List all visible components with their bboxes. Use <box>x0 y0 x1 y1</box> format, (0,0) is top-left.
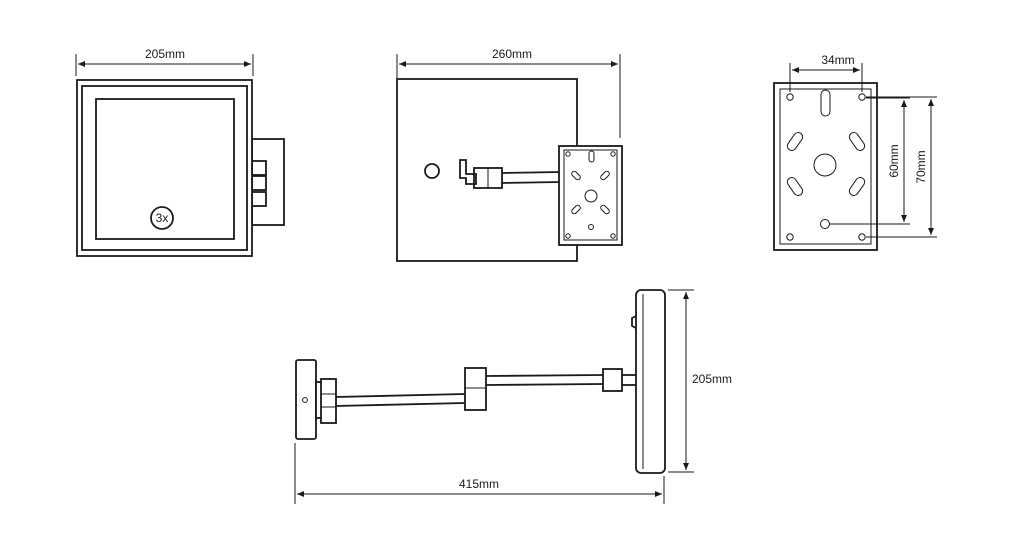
mirror-frame-inner <box>81 85 248 251</box>
profile-mirror-body <box>635 289 666 474</box>
side-width-label: 260mm <box>492 47 532 61</box>
rear-view: 260mm <box>396 47 623 262</box>
profile-wall-mount <box>295 359 317 440</box>
front-width-label: 205mm <box>145 47 185 61</box>
side-profile-view: 205mm 415mm <box>294 289 732 504</box>
front-view: 205mm 3x <box>75 47 285 257</box>
profile-arm-joint <box>464 367 487 411</box>
rear-wall-plate <box>558 145 623 246</box>
plate-center-hole <box>813 153 837 177</box>
plate-outer-height-label: 70mm <box>914 150 928 183</box>
mirror-glass <box>95 98 235 240</box>
profile-height-label: 205mm <box>692 372 732 386</box>
magnification-badge <box>150 206 174 230</box>
front-bracket <box>251 138 285 226</box>
wall-plate-outer <box>773 82 878 251</box>
plate-inner-height-label: 60mm <box>887 144 901 177</box>
magnification-label: 3x <box>156 211 169 225</box>
wall-plate-inner <box>779 88 872 245</box>
profile-length-label: 415mm <box>459 477 499 491</box>
rear-switch-hole <box>424 163 440 179</box>
plate-hole-spacing-label: 34mm <box>821 53 854 67</box>
wall-plate-view: 34mm 60mm 70mm <box>773 53 937 251</box>
